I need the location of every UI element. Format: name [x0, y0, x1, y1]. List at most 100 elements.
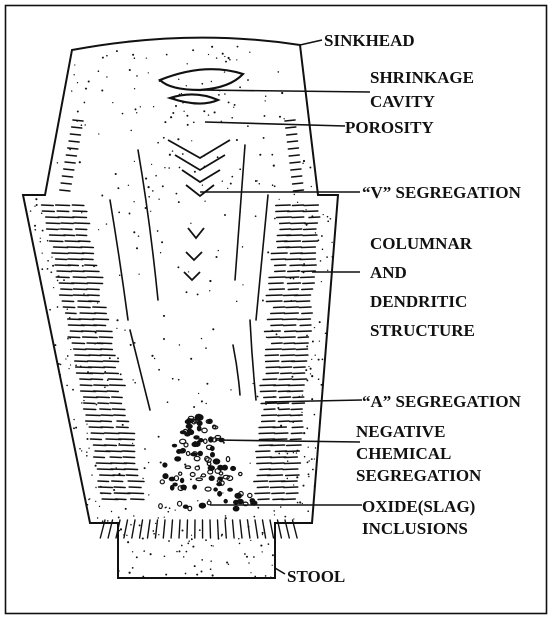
stipple-dot [211, 545, 213, 547]
dendrite-mark [42, 205, 54, 206]
stipple-dot [109, 357, 111, 359]
inclusion-mark [235, 493, 241, 498]
stipple-dot [315, 232, 316, 233]
dendrite-mark [68, 265, 78, 266]
inclusion-mark [163, 463, 167, 467]
inclusion-mark [222, 465, 227, 470]
dendrite-mark [292, 217, 304, 218]
stipple-dot [128, 185, 129, 186]
dendrite-mark [93, 307, 106, 308]
stipple-dot [309, 167, 311, 169]
inclusion-mark [231, 467, 236, 471]
dendrite-mark [289, 385, 305, 386]
stipple-dot [197, 500, 198, 501]
dendrite-mark [179, 520, 180, 538]
stipple-dot [310, 373, 311, 374]
stipple-dot [125, 508, 127, 510]
stipple-dot [252, 383, 253, 384]
stipple-dot [191, 140, 192, 141]
stipple-dot [30, 210, 31, 211]
dendrite-mark [257, 463, 271, 464]
stipple-dot [205, 347, 207, 349]
dendrite-mark [99, 337, 112, 338]
dendrite-mark [105, 433, 119, 434]
stipple-dot [194, 171, 196, 173]
dendrite-mark [91, 433, 103, 434]
stipple-dot [172, 150, 173, 151]
inclusion-mark [219, 472, 223, 475]
dendrite-mark [126, 475, 138, 476]
dendrite-mark [269, 283, 283, 284]
stipple-dot [153, 106, 154, 107]
stipple-dot [83, 293, 84, 294]
dendrite-mark [86, 415, 100, 416]
stipple-dot [167, 511, 169, 513]
stipple-dot [60, 364, 62, 366]
inclusion-mark [233, 506, 239, 511]
dendrite-mark [294, 367, 305, 368]
stipple-dot [293, 518, 294, 519]
dendrite-mark [129, 487, 141, 488]
dendrite-mark [272, 493, 284, 494]
dendrite-mark [290, 421, 302, 422]
dendrite-mark [105, 445, 117, 446]
stipple-dot [172, 112, 174, 114]
stipple-dot [134, 88, 135, 89]
dendrite-mark [93, 319, 109, 320]
stipple-dot [155, 175, 157, 177]
dendrite-mark [297, 331, 312, 332]
dendrite-mark [294, 343, 308, 344]
dendrite-mark [110, 385, 126, 386]
stipple-dot [158, 369, 160, 371]
stipple-dot [200, 570, 202, 572]
stipple-dot [299, 501, 301, 503]
inclusion-mark [181, 478, 184, 482]
stipple-dot [280, 506, 282, 508]
dendrite-mark [274, 307, 285, 308]
stipple-dot [247, 125, 249, 127]
inclusion-mark [199, 503, 205, 508]
stipple-dot [135, 108, 137, 110]
stipple-dot [254, 576, 256, 578]
dendrite-mark [123, 457, 135, 458]
inclusion-mark [188, 429, 192, 434]
stipple-dot [164, 516, 165, 517]
dendrite-mark [278, 415, 291, 416]
stipple-dot [314, 485, 316, 487]
inclusion-mark [190, 473, 195, 477]
stipple-dot [236, 59, 237, 60]
stipple-dot [181, 529, 183, 531]
stipple-dot [273, 510, 275, 512]
stipple-dot [163, 338, 165, 340]
stipple-dot [116, 328, 117, 329]
stipple-dot [134, 57, 136, 59]
dendrite-mark [288, 148, 298, 149]
label-v-segregation: “V” SEGREGATION [362, 183, 522, 202]
stipple-dot [319, 321, 321, 323]
dendrite-mark [265, 331, 281, 332]
dendrite-mark [107, 391, 118, 392]
dendrite-mark [288, 283, 301, 284]
stipple-dot [169, 154, 171, 156]
stipple-dot [306, 427, 308, 429]
dendrite-mark [287, 134, 297, 135]
stipple-dot [308, 447, 309, 448]
dendrite-mark [80, 313, 95, 314]
stipple-dot [321, 235, 323, 237]
inclusion-mark [205, 487, 211, 491]
inclusion-mark [213, 459, 219, 464]
stipple-dot [224, 93, 226, 95]
stipple-dot [106, 223, 107, 224]
stipple-dot [50, 271, 52, 273]
dendrite-mark [89, 301, 99, 302]
inclusion-mark [194, 436, 199, 439]
dendrite-mark [87, 277, 102, 278]
dendrite-mark [101, 427, 113, 428]
dendrite-mark [288, 289, 298, 290]
stipple-dot [42, 252, 43, 253]
stipple-dot [136, 75, 138, 77]
stipple-dot [142, 576, 144, 578]
inclusion-mark [224, 500, 227, 503]
stipple-dot [81, 212, 82, 213]
stipple-dot [190, 478, 192, 480]
